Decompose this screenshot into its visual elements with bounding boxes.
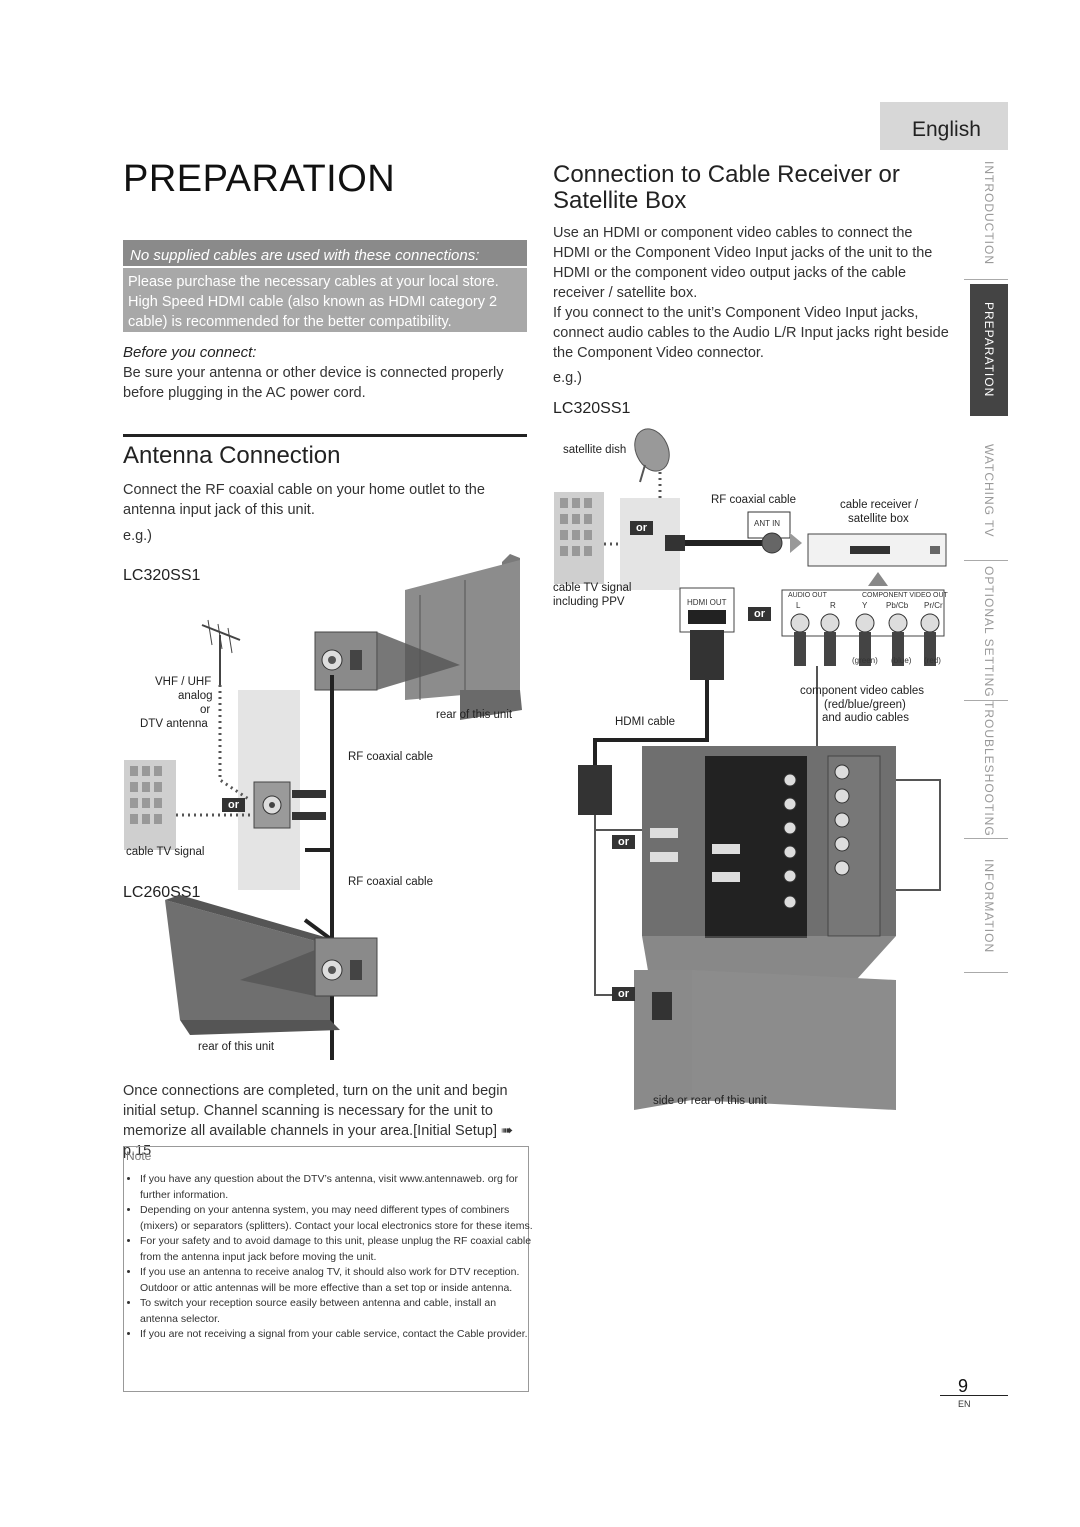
banner-body: Please purchase the necessary cables at … <box>128 274 499 330</box>
side-tab-optional-setting[interactable]: OPTIONAL SETTING <box>970 566 1008 698</box>
eg-label: e.g.) <box>123 528 153 544</box>
side-tab-label: WATCHING TV <box>982 444 996 538</box>
tab-divider <box>964 279 1008 280</box>
analog-label: analog <box>178 690 213 702</box>
or-badge: or <box>630 521 653 535</box>
side-tab-preparation[interactable]: PREPARATION <box>970 284 1008 416</box>
rf-coaxial-cable-label: RF coaxial cable <box>348 876 434 888</box>
ant-in-label: ANT IN <box>754 519 781 528</box>
antenna-connection-heading: Antenna Connection <box>123 442 341 469</box>
side-tab-label: OPTIONAL SETTING <box>982 566 996 698</box>
banner-background <box>123 240 527 266</box>
comp-pb-label: Pb/Cb <box>886 601 909 610</box>
tab-divider <box>964 838 1008 839</box>
tab-divider <box>964 972 1008 973</box>
side-tab-introduction[interactable]: INTRODUCTION <box>970 150 1008 276</box>
hdmi-cable-label: HDMI cable <box>615 716 676 728</box>
no-supplied-cables-banner: No supplied cables are used with these c… <box>130 247 480 264</box>
note-item: If you have any question about the DTV’s… <box>140 1172 536 1203</box>
antenna-connection-body: Connect the RF coaxial cable on your hom… <box>123 482 485 518</box>
side-tab-label: INTRODUCTION <box>982 161 996 265</box>
side-tab-label: TROUBLESHOOTING <box>982 701 996 837</box>
or-badge: or <box>612 835 635 849</box>
eg-label: e.g.) <box>553 370 583 386</box>
antenna-connection-diagram <box>124 554 522 1060</box>
page-number: 9 <box>958 1376 969 1396</box>
audio-r-label: R <box>830 601 836 610</box>
page-title: PREPARATION <box>123 158 396 200</box>
side-tab-label: PREPARATION <box>982 302 996 398</box>
before-connect-body: Be sure your antenna or other device is … <box>123 365 504 401</box>
audio-l-label: L <box>796 601 801 610</box>
including-ppv-label: including PPV <box>553 596 625 608</box>
language-code: EN <box>958 1399 971 1409</box>
satellite-box-label: satellite box <box>848 513 909 525</box>
note-title: Note <box>126 1149 152 1163</box>
language-label: English <box>912 118 981 141</box>
or-badge: or <box>748 607 771 621</box>
note-item: For your safety and to avoid damage to t… <box>140 1234 536 1265</box>
and-audio-cables-label: and audio cables <box>822 712 909 724</box>
rf-coaxial-cable-label: RF coaxial cable <box>711 494 797 506</box>
component-cables-label: component video cables <box>800 685 925 697</box>
green-label: (green) <box>852 656 878 665</box>
dtv-antenna-label: DTV antenna <box>140 718 208 730</box>
cable-receiver-heading: Connection to Cable Receiver or Satellit… <box>553 161 900 214</box>
section-rule <box>123 434 527 437</box>
closing-paragraph: Once connections are completed, turn on … <box>123 1083 514 1159</box>
language-tab-background <box>880 102 1008 150</box>
hdmi-out-label: HDMI OUT <box>687 598 727 607</box>
blue-label: (blue) <box>891 656 912 665</box>
cable-receiver-label: cable receiver / <box>840 499 918 511</box>
banner-body-background <box>123 268 527 332</box>
note-box <box>123 1146 529 1392</box>
model-label-lc320ss1: LC320SS1 <box>553 400 631 417</box>
rear-of-unit-label: rear of this unit <box>436 709 513 721</box>
side-tab-watching-tv[interactable]: WATCHING TV <box>970 424 1008 558</box>
or-badge: or <box>612 987 635 1001</box>
cable-receiver-diagram <box>554 428 947 1110</box>
rear-of-unit-label: rear of this unit <box>198 1041 275 1053</box>
or-label: or <box>200 704 211 716</box>
before-connect-heading: Before you connect: <box>123 344 257 361</box>
page-number-rule <box>940 1395 1008 1396</box>
red-label: (red) <box>924 656 941 665</box>
side-tab-information[interactable]: INFORMATION <box>970 842 1008 970</box>
comp-pr-label: Pr/Cr <box>924 601 943 610</box>
note-item: If you use an antenna to receive analog … <box>140 1265 536 1296</box>
component-video-out-label: COMPONENT VIDEO OUT <box>862 592 948 599</box>
note-item: To switch your reception source easily b… <box>140 1296 536 1327</box>
side-or-rear-label: side or rear of this unit <box>653 1095 767 1107</box>
side-tab-troubleshooting[interactable]: TROUBLESHOOTING <box>970 701 1008 837</box>
comp-y-label: Y <box>862 601 868 610</box>
satellite-dish-label: satellite dish <box>563 444 627 456</box>
or-badge: or <box>222 798 245 812</box>
cable-receiver-body-2: If you connect to the unit’s Component V… <box>553 305 949 361</box>
model-label-lc320ss1: LC320SS1 <box>123 567 201 584</box>
rf-coaxial-cable-label: RF coaxial cable <box>348 751 434 763</box>
tab-divider <box>964 560 1008 561</box>
tab-divider <box>964 700 1008 701</box>
cable-tv-signal-label: cable TV signal <box>126 846 205 858</box>
side-tab-label: INFORMATION <box>982 858 996 954</box>
vhf-uhf-label: VHF / UHF <box>155 676 212 688</box>
note-item: If you are not receiving a signal from y… <box>140 1327 536 1343</box>
cable-tv-signal-label: cable TV signal <box>553 582 632 594</box>
component-cables-colors-label: (red/blue/green) <box>824 699 906 711</box>
cable-receiver-body-1: Use an HDMI or component video cables to… <box>553 225 933 301</box>
note-list: If you have any question about the DTV’s… <box>126 1172 536 1343</box>
note-item: Depending on your antenna system, you ma… <box>140 1203 536 1234</box>
audio-out-label: AUDIO OUT <box>788 592 827 599</box>
